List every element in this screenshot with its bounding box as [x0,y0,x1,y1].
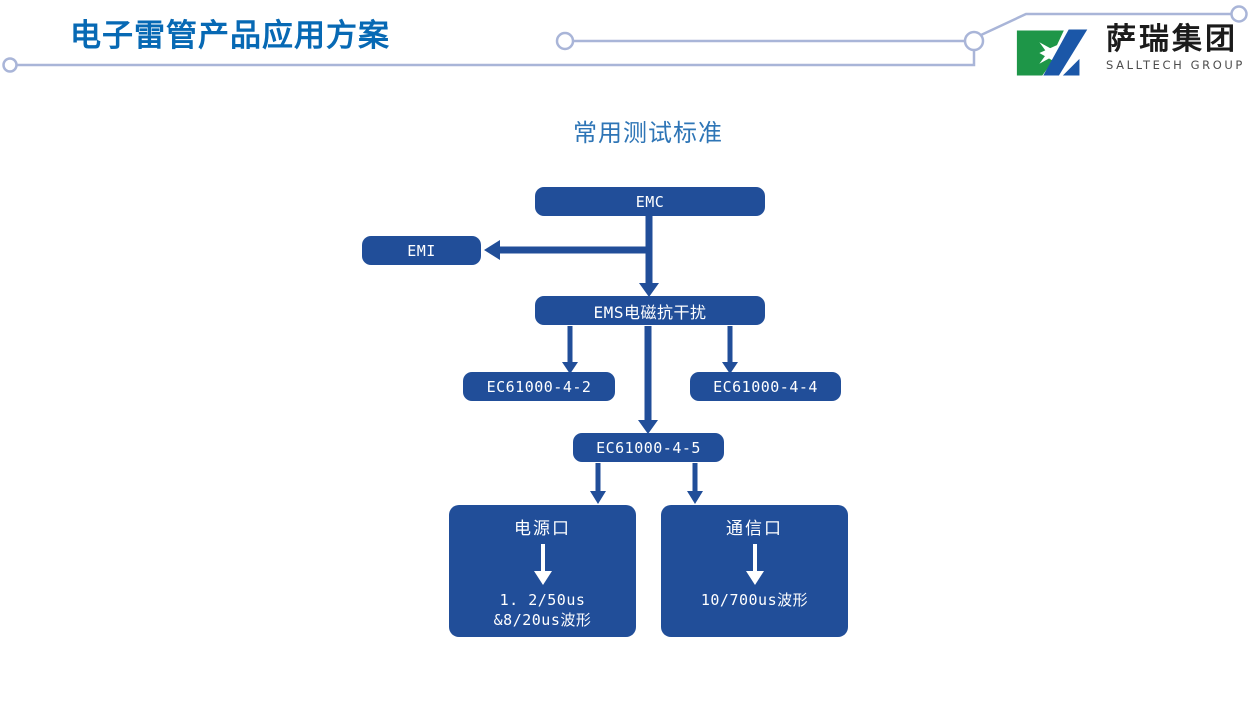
node-communication-port: 通信口 10/700us波形 [661,505,848,637]
page-title: 电子雷管产品应用方案 [70,18,390,54]
company-name-en: SALLTECH GROUP [1106,57,1245,72]
node-ems-label: EMS电磁抗干扰 [593,302,707,322]
node-ec61000-4-5: EC61000-4-5 [573,433,724,462]
diagram-heading: 常用测试标准 [573,119,723,147]
header-divider-lines [2,5,1248,73]
node-ec61000-4-2-label: EC61000-4-2 [486,377,592,396]
node-communication-port-label: 通信口 [726,519,783,539]
down-arrow-icon [745,544,764,585]
node-power-port-detail: 1. 2/50us &8/20us波形 [494,590,592,631]
company-logo: 萨瑞集团 SALLTECH GROUP [1012,24,1244,82]
node-ec61000-4-4: EC61000-4-4 [690,372,841,401]
node-emc: EMC [535,187,765,216]
node-power-port-label: 电源口 [514,519,571,539]
node-ec61000-4-2: EC61000-4-2 [463,372,615,401]
company-logo-text: 萨瑞集团 SALLTECH GROUP [1106,24,1245,72]
node-emi-label: EMI [407,241,436,260]
node-ec61000-4-4-label: EC61000-4-4 [713,377,818,396]
node-ems: EMS电磁抗干扰 [535,296,765,325]
company-logo-icon [1016,29,1088,76]
node-ec61000-4-5-label: EC61000-4-5 [596,438,701,457]
node-communication-port-detail-line1: 10/700us波形 [700,591,809,609]
node-emc-label: EMC [635,192,665,211]
node-communication-port-detail: 10/700us波形 [701,590,808,610]
node-power-port: 电源口 1. 2/50us &8/20us波形 [449,505,636,637]
company-name-cn: 萨瑞集团 [1106,22,1238,57]
node-emi: EMI [362,236,481,265]
node-power-port-detail-line1: 1. 2/50us [499,591,586,609]
node-power-port-detail-line2: &8/20us波形 [493,611,592,630]
down-arrow-icon [533,544,552,585]
